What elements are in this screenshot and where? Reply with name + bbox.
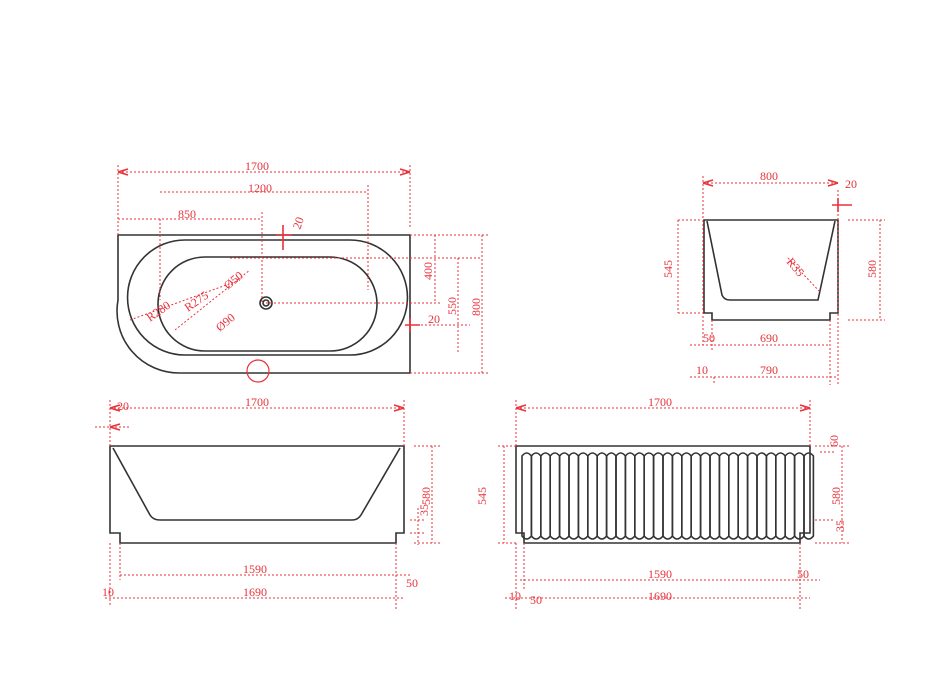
end-dim-height: 580 xyxy=(865,260,879,278)
top-view: 1700 1200 850 20 Ø50 Ø90 R280 R275 400 2… xyxy=(116,159,490,383)
end-view: 800 20 545 580 R35 50 690 10 790 xyxy=(661,169,885,385)
dim-inner-width: 550 xyxy=(445,297,459,315)
flute xyxy=(558,452,570,540)
flute xyxy=(746,452,758,540)
flute xyxy=(775,452,786,540)
flute xyxy=(709,452,721,540)
dim-inner-length: 1200 xyxy=(248,181,272,195)
fluted-dim-inner-height: 545 xyxy=(475,487,489,505)
flute xyxy=(737,452,749,540)
flute xyxy=(718,452,730,540)
front-basin xyxy=(112,447,401,521)
fluted-dim-edge-inset: 50 xyxy=(530,593,542,607)
drain-inner xyxy=(262,299,270,307)
basin-inner xyxy=(157,256,378,352)
flute xyxy=(549,452,561,540)
flute xyxy=(765,452,777,540)
front-dim-foot-height: 35 xyxy=(417,504,431,516)
front-dim-length: 1700 xyxy=(245,395,269,409)
flute xyxy=(568,452,580,540)
flute xyxy=(521,452,533,540)
dim-drain-large: Ø90 xyxy=(213,310,238,334)
dim-drain-small: Ø50 xyxy=(221,268,246,292)
end-dim-foot-width: 690 xyxy=(760,331,778,345)
end-dim-width: 800 xyxy=(760,169,778,183)
front-dim-foot-length: 1590 xyxy=(243,562,267,576)
flute xyxy=(728,452,739,540)
fluted-dim-lip: 60 xyxy=(827,435,841,447)
front-dim-height: 580 xyxy=(419,487,433,505)
front-dim-edge: 10 xyxy=(102,585,114,599)
fluted-dim-length: 1700 xyxy=(648,395,672,409)
fluted-dim-edge: 10 xyxy=(509,589,521,603)
flute xyxy=(699,452,711,540)
flute xyxy=(596,452,608,540)
front-dim-rim: 20 xyxy=(117,399,129,413)
flute xyxy=(690,452,702,540)
front-dim-base-length: 1690 xyxy=(243,585,267,599)
flute xyxy=(756,452,768,540)
end-outline xyxy=(703,219,839,321)
end-dim-base-width: 790 xyxy=(760,363,778,377)
detail-marker xyxy=(246,359,270,383)
end-dim-edge: 10 xyxy=(696,363,708,377)
flute xyxy=(624,452,636,540)
flute xyxy=(793,452,805,540)
fluted-dim-foot-length: 1590 xyxy=(648,567,672,581)
flute xyxy=(643,452,655,540)
dim-radius-outer: R280 xyxy=(144,298,173,324)
flute xyxy=(530,452,542,540)
dim-drain-from-back: 400 xyxy=(421,262,435,280)
front-view: 20 1700 580 35 1590 50 10 1690 xyxy=(95,395,440,610)
flute xyxy=(662,452,674,540)
fluted-dim-foot-inset: 50 xyxy=(797,567,809,581)
tub-outline-top xyxy=(116,234,411,374)
fluted-dim-base-length: 1690 xyxy=(648,589,672,603)
flute xyxy=(652,452,664,540)
flute xyxy=(681,452,692,540)
end-dim-rim: 20 xyxy=(845,177,857,191)
dim-length: 1700 xyxy=(245,159,269,173)
rim-inner xyxy=(126,239,409,356)
fluted-dim-height: 580 xyxy=(829,487,843,505)
dim-width: 800 xyxy=(469,298,483,316)
flute xyxy=(577,452,589,540)
dim-drain-offset: 850 xyxy=(178,207,196,221)
flute xyxy=(671,452,683,540)
end-dim-radius: R35 xyxy=(784,255,808,279)
end-dim-foot-inset: 50 xyxy=(703,331,715,345)
fluted-dim-foot-height: 35 xyxy=(833,520,847,532)
flute xyxy=(540,452,551,540)
flute xyxy=(587,452,598,540)
flutes xyxy=(521,452,815,540)
flute xyxy=(634,452,645,540)
flute xyxy=(784,452,796,540)
dim-rim-side: 20 xyxy=(428,312,440,326)
fluted-side-view: 1700 60 545 580 35 1590 50 10 50 1690 xyxy=(475,395,850,610)
front-outline xyxy=(109,445,405,544)
end-dim-inner-height: 545 xyxy=(661,260,675,278)
front-dim-foot-inset: 50 xyxy=(406,576,418,590)
dim-rim-top: 20 xyxy=(290,215,307,231)
flute xyxy=(615,452,627,540)
end-basin xyxy=(706,220,836,301)
flute xyxy=(803,452,815,540)
flute xyxy=(605,452,617,540)
